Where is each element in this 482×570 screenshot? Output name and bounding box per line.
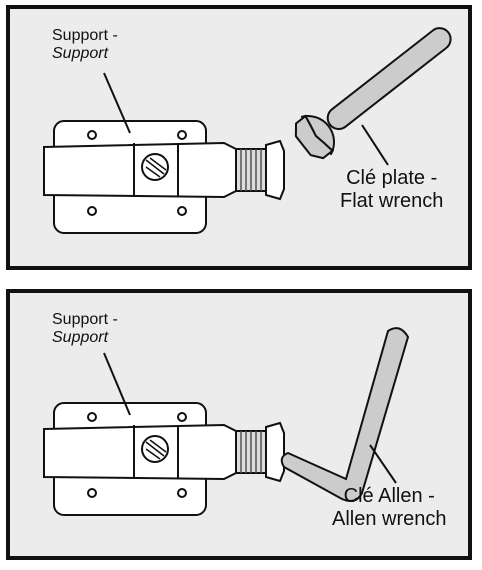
screw-hole [177, 130, 187, 140]
tool-label: Clé plate - Flat wrench [340, 167, 443, 213]
tool-leader-line [369, 444, 397, 484]
support-label: Support - Support [52, 311, 118, 348]
diagram-panel-allen-wrench: Support - Support Clé Allen - Allen wren… [6, 289, 472, 560]
flat-wrench-icon [294, 27, 452, 160]
support-label-en: Support [52, 329, 109, 347]
hex-nut [265, 139, 285, 201]
support-label-fr: Support - [52, 27, 118, 44]
tool-label-en: Flat wrench [340, 190, 444, 212]
support-label: Support - Support [52, 27, 118, 64]
screw-hole [87, 206, 97, 216]
support-label-fr: Support - [52, 311, 118, 328]
tool-leader-line [361, 124, 389, 166]
flat-wrench-diagram [43, 27, 452, 234]
tool-label: Clé Allen - Allen wrench [332, 485, 447, 531]
hex-nut [265, 421, 285, 483]
screw-hole [177, 488, 187, 498]
support-leader-line [103, 72, 131, 134]
diagram-panel-flat-wrench: Support - Support Clé plate - Flat wrenc… [6, 5, 472, 270]
allen-wrench-icon [280, 327, 410, 502]
tool-label-fr: Clé Allen - [343, 485, 435, 507]
allen-wrench-diagram [43, 327, 410, 516]
tool-label-fr: Clé plate - [346, 167, 438, 189]
clamp-body [43, 423, 237, 481]
support-label-en: Support [52, 45, 109, 63]
tool-label-en: Allen wrench [332, 508, 447, 530]
screw-hole [87, 412, 97, 422]
screw-hole [87, 488, 97, 498]
support-leader-line [103, 352, 131, 416]
clamp-body [43, 141, 237, 199]
screw-hole [177, 206, 187, 216]
screw-hole [177, 412, 187, 422]
screw-hole [87, 130, 97, 140]
